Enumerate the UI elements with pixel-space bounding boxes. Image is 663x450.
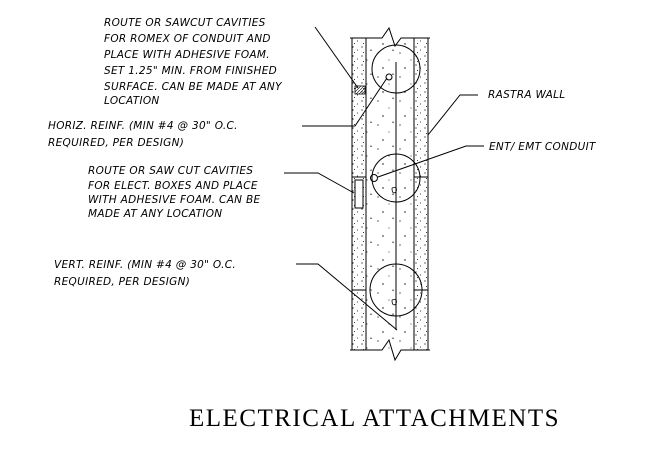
ent-emt-conduit <box>370 174 378 182</box>
leader-horiz-reinf <box>302 77 388 127</box>
leader-sawcut <box>314 26 359 89</box>
note-conduit: ENT/ EMT CONDUIT <box>489 141 597 153</box>
note-elect-boxes: ROUTE OR SAW CUT CAVITIES FOR ELECT. BOX… <box>88 165 264 220</box>
romex-conduit-top <box>385 73 393 81</box>
break-line-top <box>350 26 430 48</box>
rastra-wall-section <box>350 26 430 362</box>
concrete-core <box>366 38 414 350</box>
note-sawcut-cavities: ROUTE OR SAWCUT CAVITIES FOR ROMEX OF CO… <box>104 17 285 107</box>
break-line-bottom <box>350 338 430 362</box>
rastra-right-face <box>414 38 428 350</box>
note-vert-reinf: VERT. REINF. (MIN #4 @ 30" O.C. REQUIRED… <box>54 259 240 288</box>
drawing-title: ELECTRICAL ATTACHMENTS <box>189 405 560 432</box>
leader-rastra-wall <box>427 94 478 136</box>
leader-vert-reinf <box>296 263 398 331</box>
leader-lines <box>284 26 484 331</box>
sawcut-cavity <box>354 85 366 95</box>
note-horiz-reinf: HORIZ. REINF. (MIN #4 @ 30" O.C. REQUIRE… <box>48 120 241 149</box>
note-rastra-wall: RASTRA WALL <box>488 89 565 101</box>
electrical-box <box>354 179 364 209</box>
leader-conduit <box>377 145 484 178</box>
leader-elect-boxes <box>284 172 355 194</box>
